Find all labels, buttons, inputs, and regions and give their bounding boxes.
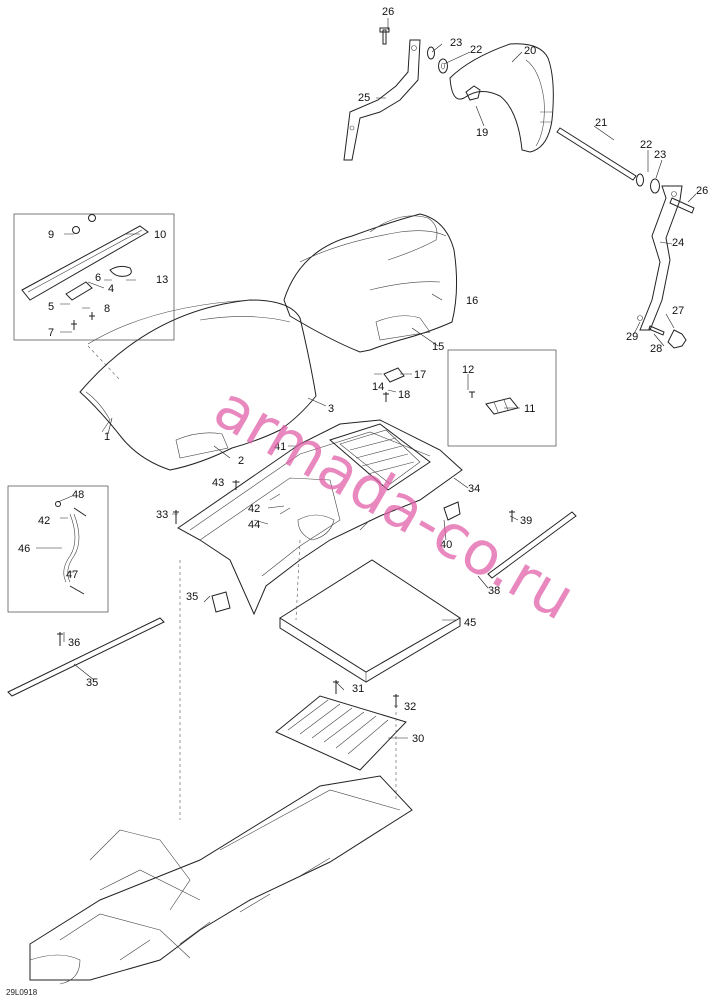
callout-1: 1	[104, 431, 110, 443]
callout-11: 11	[524, 403, 535, 415]
callout-39: 39	[520, 515, 532, 527]
backrest-assembly	[343, 27, 695, 349]
callout-31: 31	[352, 683, 364, 695]
alignment-lines	[179, 539, 397, 820]
rail-35	[7, 617, 165, 697]
callout-38: 38	[488, 585, 500, 597]
callout-2: 2	[238, 455, 244, 467]
callout-42: 42	[38, 515, 50, 527]
callout-27: 27	[672, 305, 684, 317]
main-seat	[79, 299, 317, 471]
callout-9: 9	[48, 229, 54, 241]
callout-43: 43	[212, 477, 224, 489]
callout-8: 8	[104, 303, 110, 315]
callout-23-right: 23	[654, 149, 666, 161]
callout-20: 20	[524, 45, 536, 57]
callout-18: 18	[398, 389, 410, 401]
callout-10: 10	[154, 229, 166, 241]
callout-33: 33	[156, 509, 168, 521]
callout-25: 25	[358, 92, 370, 104]
callout-21: 21	[595, 117, 607, 129]
callout-35-bracket: 35	[186, 591, 198, 603]
grate-30	[275, 680, 407, 771]
panel-45	[279, 559, 461, 683]
callout-26: 26	[382, 6, 394, 18]
drawing-code: 29L0918	[6, 988, 38, 997]
callout-35-rail: 35	[86, 677, 98, 689]
callout-3: 3	[328, 403, 334, 415]
callout-45: 45	[464, 617, 476, 629]
callout-41: 41	[274, 441, 286, 453]
callout-5: 5	[48, 301, 54, 313]
callout-34: 34	[468, 483, 480, 495]
leader-lines	[36, 18, 697, 739]
inset-handle	[13, 213, 175, 341]
callout-6: 6	[95, 272, 101, 284]
bracket-35	[211, 591, 231, 613]
callout-15: 15	[432, 341, 444, 353]
callout-23: 23	[450, 37, 462, 49]
seat-base-frame	[173, 419, 463, 616]
callout-46: 46	[18, 543, 30, 555]
callout-30: 30	[412, 733, 424, 745]
callout-16: 16	[466, 295, 478, 307]
callout-40: 40	[440, 539, 452, 551]
callout-29: 29	[626, 331, 638, 343]
callout-28: 28	[650, 343, 662, 355]
callout-26-right: 26	[696, 185, 708, 197]
callout-13: 13	[156, 274, 168, 286]
rear-seat-cowl	[283, 213, 458, 353]
clip-hardware	[383, 367, 405, 402]
callout-44: 44	[248, 519, 260, 531]
callout-12: 12	[462, 364, 474, 376]
callout-48: 48	[72, 489, 84, 501]
callout-36: 36	[68, 637, 80, 649]
callout-42-base: 42	[248, 503, 260, 515]
callout-22: 22	[470, 44, 482, 56]
callout-19: 19	[476, 127, 488, 139]
chassis-tunnel	[29, 775, 413, 985]
inset-strap	[7, 485, 109, 613]
callout-32: 32	[404, 701, 416, 713]
callout-7: 7	[48, 327, 54, 339]
callout-24: 24	[672, 237, 684, 249]
callout-14: 14	[372, 381, 384, 393]
callout-4: 4	[108, 283, 114, 295]
callout-labels: 26 23 22 20 25 19 21 22 23 26 24 9 10 6 …	[18, 6, 708, 745]
callout-17: 17	[414, 369, 426, 381]
callout-22-right: 22	[640, 139, 652, 151]
rod-38	[487, 510, 577, 579]
callout-47: 47	[66, 569, 78, 581]
